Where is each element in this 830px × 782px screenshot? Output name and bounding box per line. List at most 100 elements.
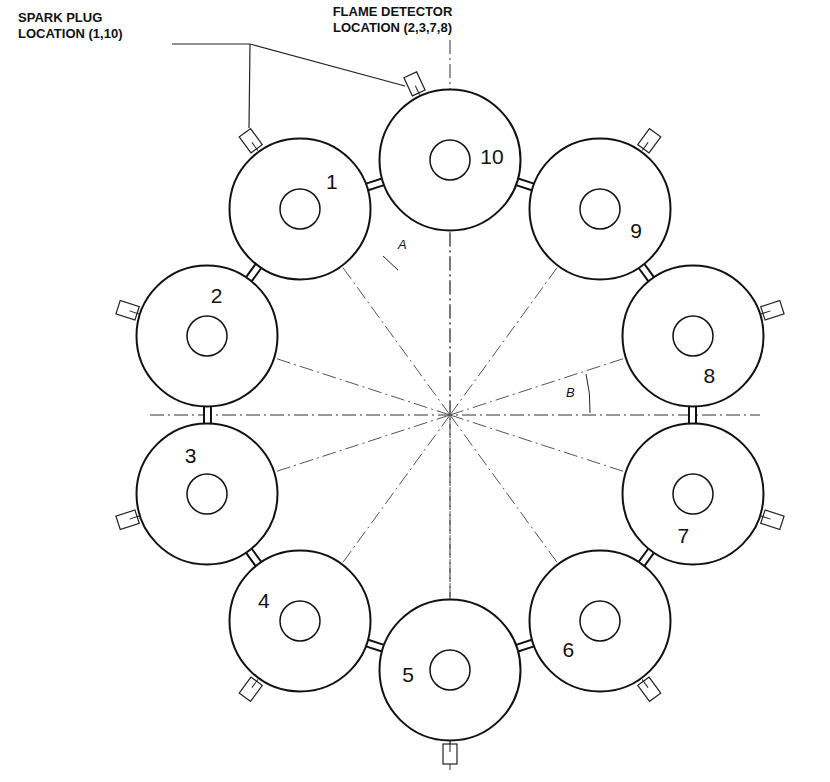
can-circle [230,551,371,692]
device-stem [415,86,419,95]
can-circle [230,138,371,279]
device-symbol [759,300,784,320]
fuel-nozzle-circle [430,140,470,180]
location-note: FLAME DETECTOR LOCATION (2,3,7,8) [300,4,485,37]
device-body [116,510,139,529]
device-stem [761,311,771,314]
location-note: SPARK PLUG LOCATION (1,10) [18,10,168,43]
crossfire-tube-bore [205,407,210,424]
crossfire-tube-bore [367,643,383,648]
can-outline [528,137,672,281]
can-circle [622,266,763,407]
combustor-can: 5 [378,598,522,742]
device-stem [450,742,451,752]
crossfire-tube [517,643,533,648]
fuel-nozzle-circle [580,601,620,641]
angle-mark [383,256,398,270]
combustor-can: 2 [135,264,279,408]
crossfire-tube [367,182,383,187]
crossfire-tube [641,266,651,279]
can-outline [135,422,279,566]
fuel-nozzle-circle [280,601,320,641]
combustor-can: 10 [378,88,522,232]
crossfire-tube [249,266,259,279]
leader-line [172,44,405,86]
device-body [761,300,784,319]
can-outline [378,598,522,742]
crossfire-tube [517,182,533,187]
crossfire-tube-bore [517,643,533,648]
can-number: 8 [703,364,715,385]
fuel-nozzle-circle [673,316,713,356]
can-number: 2 [211,285,223,306]
device-body [239,129,262,153]
fuel-nozzle-circle [187,474,227,514]
crossfire-tube [203,407,212,424]
angle-arc [586,374,590,413]
combustor-can: 4 [228,549,372,693]
fuel-nozzle-circle [673,474,713,514]
crossfire-tube-bore [641,266,651,279]
combustor-can: 7 [621,422,765,566]
can-outline [228,549,372,693]
can-number: 5 [402,664,414,685]
can-circle [137,266,278,407]
device-body [404,72,425,96]
crossfire-tube [367,643,383,648]
can-outline [621,264,765,408]
can-number: 1 [326,170,338,191]
device-stem [252,142,258,150]
combustor-can: 6 [528,549,672,693]
device-body [239,677,262,701]
fuel-nozzle-circle [430,650,470,690]
device-body [638,129,661,153]
crossfire-tube [688,407,697,424]
angle-label: B [566,386,575,399]
fuel-nozzle-circle [187,316,227,356]
device-stem [761,516,771,519]
fuel-nozzle-circle [280,189,320,229]
can-outline [621,422,765,566]
crossfire-tube-bore [517,182,533,187]
device-symbol [116,300,141,320]
can-number: 6 [562,639,574,660]
device-symbol [404,72,426,98]
crossfire-tube-bore [690,407,695,424]
device-stem [642,142,648,150]
can-number: 3 [185,445,197,466]
crossfire-tube-bore [641,551,651,564]
leader-line [249,44,250,128]
combustor-can: 8 [621,264,765,408]
can-circle [137,423,278,564]
can-circle [529,551,670,692]
device-stem [642,680,648,688]
can-outline [228,137,372,281]
combustor-can: 1 [228,137,372,281]
device-symbol [116,509,141,529]
can-number: 10 [480,146,503,167]
can-number: 4 [258,589,270,610]
can-circle [529,138,670,279]
can-circle [380,600,521,741]
can-circle [622,423,763,564]
device-stem [129,311,139,314]
device-body [116,300,139,319]
crossfire-tube [641,551,651,564]
combustor-can: 9 [528,137,672,281]
can-circle [380,90,521,231]
can-number: 7 [677,524,689,545]
can-outline [528,549,672,693]
crossfire-tube-bore [249,266,259,279]
device-stem [252,680,258,688]
can-number: 9 [630,220,642,241]
can-outline [135,264,279,408]
axis-line [150,415,760,416]
device-stem [129,516,139,519]
fuel-nozzle-circle [580,189,620,229]
crossfire-tube [249,551,259,564]
angle-label: A [398,238,407,251]
crossfire-tube-bore [367,182,383,187]
device-body [761,510,784,529]
device-symbol [443,742,457,764]
